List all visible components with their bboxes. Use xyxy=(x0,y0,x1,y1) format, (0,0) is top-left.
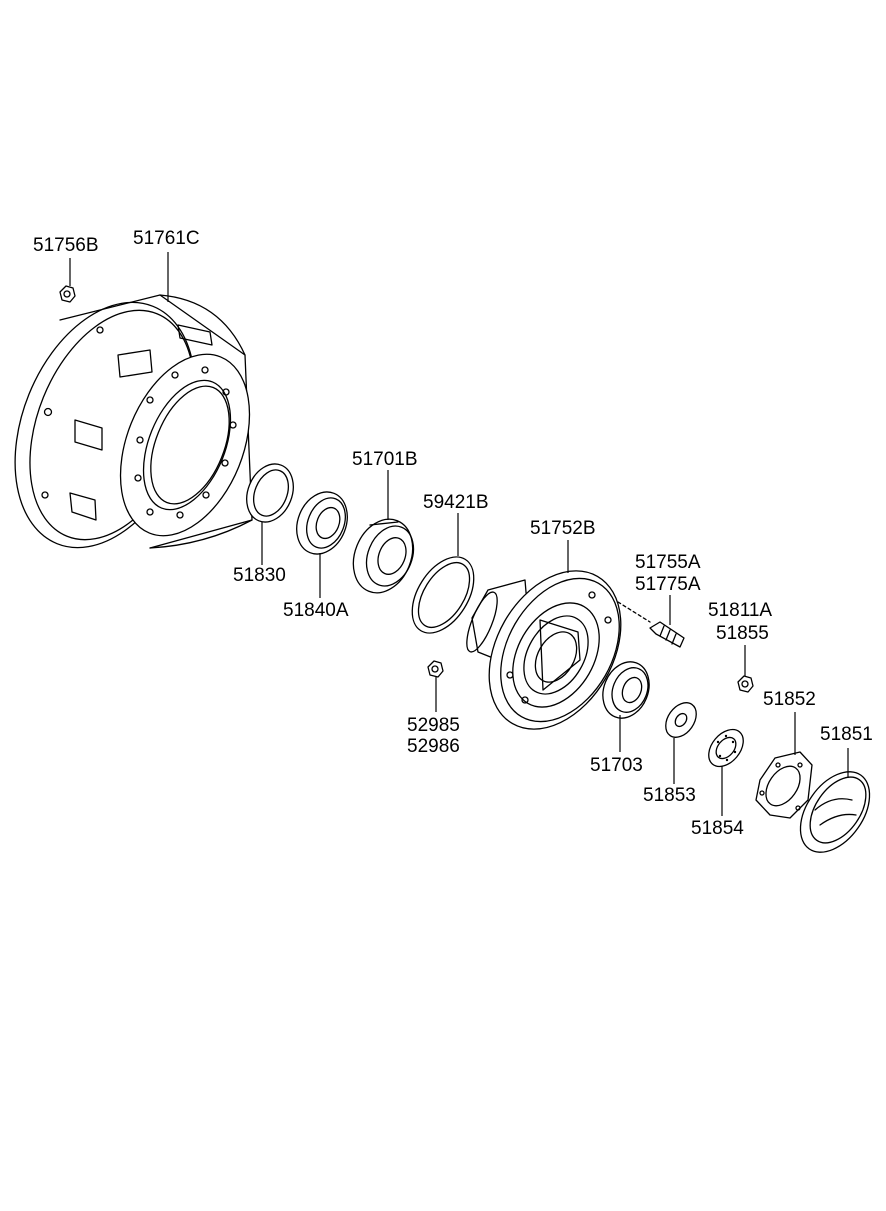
outer-bearing xyxy=(602,661,650,719)
label-51851: 51851 xyxy=(820,724,873,745)
bearing-cup xyxy=(296,491,348,555)
inner-bearing xyxy=(352,518,415,594)
label-51855: 51855 xyxy=(716,623,769,644)
label-51811A: 51811A xyxy=(708,600,772,621)
label-51852: 51852 xyxy=(763,689,816,710)
label-59421B: 59421B xyxy=(423,492,489,513)
label-51703: 51703 xyxy=(590,755,643,776)
gasket xyxy=(755,751,813,819)
label-51761C: 51761C xyxy=(133,228,200,249)
part-labels: 51756B 51761C 51830 51840A 51701B 59421B… xyxy=(33,228,873,839)
label-51755A: 51755A xyxy=(635,552,701,573)
hub-nut xyxy=(427,660,444,678)
lock-nut xyxy=(708,728,744,768)
washer xyxy=(665,702,697,738)
label-51840A: 51840A xyxy=(283,600,349,621)
wheel-hub xyxy=(466,570,622,730)
brake-drum xyxy=(14,294,253,549)
oil-seal xyxy=(246,463,294,523)
label-51775A: 51775A xyxy=(635,574,701,595)
label-51752B: 51752B xyxy=(530,518,596,539)
label-51854: 51854 xyxy=(691,818,744,839)
label-51853: 51853 xyxy=(643,785,696,806)
label-51756B: 51756B xyxy=(33,235,99,256)
hub-bolt xyxy=(617,601,685,648)
wheel-nut xyxy=(59,285,76,303)
snap-ring xyxy=(411,556,475,634)
screw xyxy=(737,675,754,693)
leader-lines xyxy=(69,252,849,816)
label-52986: 52986 xyxy=(407,736,460,757)
label-51830: 51830 xyxy=(233,565,286,586)
label-52985: 52985 xyxy=(407,715,460,736)
label-51701B: 51701B xyxy=(352,449,418,470)
hub-cap xyxy=(799,771,871,853)
